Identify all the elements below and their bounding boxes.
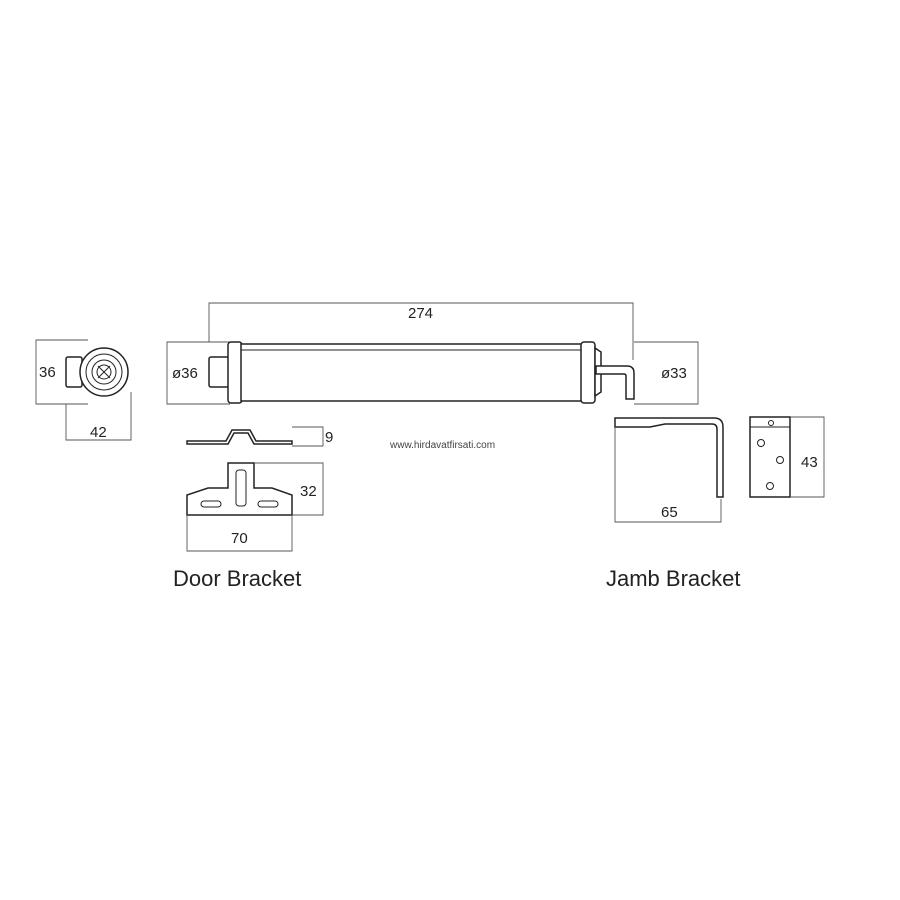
jamb-bracket-title: Jamb Bracket bbox=[606, 566, 741, 591]
door-bracket-profile bbox=[186, 429, 293, 445]
end-view-inner-ring bbox=[85, 353, 123, 391]
jamb-bracket-plate bbox=[749, 416, 791, 498]
end-view-width-dim-line bbox=[65, 392, 132, 441]
end-view-screw-slot-2 bbox=[97, 365, 111, 379]
end-view-valve-ring bbox=[91, 359, 117, 385]
jamb-bracket-hole-1 bbox=[757, 439, 765, 447]
body-length-dim-line bbox=[208, 302, 634, 360]
door-bracket-plate bbox=[186, 462, 293, 516]
arm-diameter-label: ø33 bbox=[661, 365, 687, 382]
end-view-width-label: 42 bbox=[90, 424, 107, 441]
body-length-label: 274 bbox=[408, 305, 433, 322]
jamb-bracket-height-dim-line bbox=[790, 416, 825, 498]
jamb-bracket-height-label: 43 bbox=[801, 454, 818, 471]
jamb-bracket-profile bbox=[614, 417, 724, 498]
jamb-bracket-width-dim-line bbox=[614, 427, 722, 523]
body-left-plug bbox=[208, 356, 230, 388]
door-bracket-width-label: 70 bbox=[231, 530, 248, 547]
door-bracket-title: Door Bracket bbox=[173, 566, 301, 591]
door-bracket-center-slot bbox=[235, 469, 247, 507]
door-bracket-thickness-dim-line bbox=[292, 426, 324, 447]
door-bracket: 9 32 70 Door Bracket bbox=[173, 426, 333, 591]
body-right-cap bbox=[580, 341, 596, 404]
jamb-bracket-top-hole bbox=[768, 420, 774, 426]
body-cylinder bbox=[240, 343, 583, 402]
body-diameter-label: ø36 bbox=[172, 365, 198, 382]
door-bracket-width-dim-line bbox=[186, 515, 293, 552]
body-piston-arm bbox=[595, 365, 635, 400]
body-diameter-dim-line bbox=[166, 341, 230, 405]
door-bracket-height-label: 32 bbox=[300, 483, 317, 500]
jamb-bracket-hole-3 bbox=[766, 482, 774, 490]
door-bracket-height-dim-line bbox=[254, 462, 324, 516]
body-left-cap bbox=[227, 341, 243, 404]
arm-diameter-dim-line bbox=[634, 341, 699, 405]
end-view-height-label: 36 bbox=[39, 364, 56, 381]
jamb-bracket: 65 43 Jamb Bracket bbox=[606, 416, 825, 591]
jamb-bracket-hole-2 bbox=[776, 456, 784, 464]
watermark: www.hirdavatfirsati.com bbox=[389, 440, 495, 451]
closer-body-view: 274 ø36 ø33 bbox=[166, 302, 699, 405]
door-bracket-left-slot bbox=[200, 500, 222, 508]
jamb-bracket-width-label: 65 bbox=[661, 504, 678, 521]
end-view-height-dim-line bbox=[35, 339, 88, 405]
door-bracket-thickness-label: 9 bbox=[325, 429, 333, 446]
door-bracket-right-slot bbox=[257, 500, 279, 508]
end-view-valve-screw bbox=[96, 364, 112, 380]
end-view: 36 42 bbox=[35, 339, 132, 441]
